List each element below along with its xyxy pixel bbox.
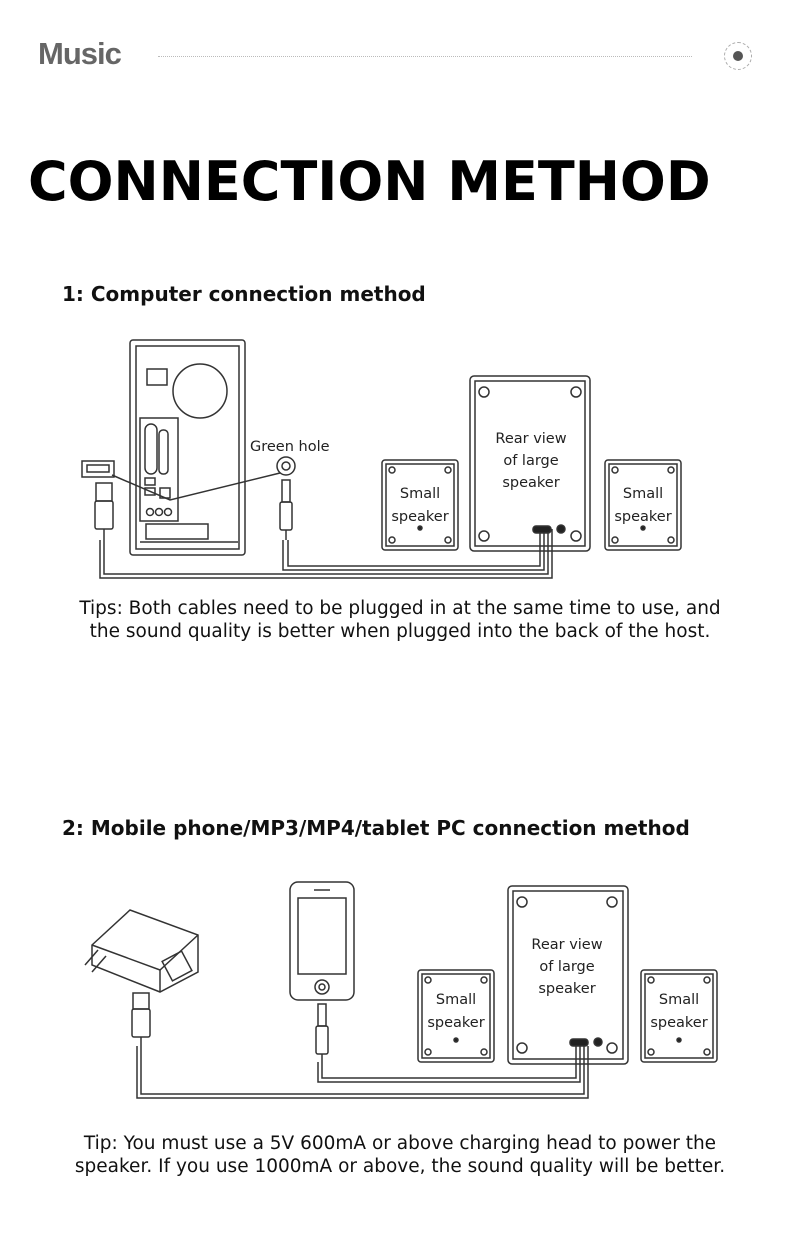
section2-tip-line2: speaker. If you use 1000mA or above, the…: [74, 1156, 726, 1177]
rear-label-line3: speaker: [502, 475, 559, 491]
rear2-label-line1: Rear view: [531, 937, 602, 953]
small-speaker2-left-icon: [417, 969, 495, 1063]
small2-right-label-line2: speaker: [650, 1015, 707, 1031]
section2-tip-line1: Tip: You must use a 5V 600mA or above ch…: [83, 1133, 717, 1154]
large-speaker-rear-icon: [469, 375, 591, 552]
section1-tip-line2: the sound quality is better when plugged…: [89, 621, 711, 642]
usb-cable: [99, 529, 553, 579]
small2-right-label-line1: Small: [659, 992, 699, 1008]
page-title: CONNECTION METHOD: [28, 150, 711, 213]
small2-left-label-line1: Small: [436, 992, 476, 1008]
rear2-label-line2: of large: [539, 959, 594, 975]
green-hole-label: Green hole: [250, 439, 330, 455]
small-left-label-line1: Small: [400, 486, 440, 502]
large-speaker2-rear-icon: [507, 885, 629, 1065]
charger-icon: [84, 909, 199, 993]
small-right-label-line1: Small: [623, 486, 663, 502]
usb-plug2-icon: [131, 992, 151, 1046]
pc-internal-cable: [111, 472, 281, 501]
section2-heading: 2: Mobile phone/MP3/MP4/tablet PC connec…: [62, 816, 690, 840]
mobile-connection-diagram: Rear view of large speaker Small speaker…: [84, 881, 718, 1099]
audio-plug2-icon: [315, 1003, 329, 1062]
small-right-label-line2: speaker: [614, 509, 671, 525]
phone-icon: [289, 881, 355, 1001]
rear2-label-line3: speaker: [538, 981, 595, 997]
section1-heading: 1: Computer connection method: [62, 282, 426, 306]
computer-connection-diagram: Green hole Rear view of large speaker Sm…: [81, 339, 682, 579]
small-speaker-right-icon: [604, 459, 682, 551]
audio-jack-icon: [276, 456, 296, 540]
small2-left-label-line2: speaker: [427, 1015, 484, 1031]
computer-tower-icon: [129, 339, 246, 556]
brand-logo: Music: [38, 36, 122, 71]
rear-label-line2: of large: [503, 453, 558, 469]
small-speaker-left-icon: [381, 459, 459, 551]
small-left-label-line2: speaker: [391, 509, 448, 525]
target-icon: [724, 42, 752, 70]
usb-plug-icon: [81, 460, 115, 540]
rear-label-line1: Rear view: [495, 431, 566, 447]
small-speaker2-right-icon: [640, 969, 718, 1063]
header-divider: [158, 56, 692, 57]
section1-tip-line1: Tips: Both cables need to be plugged in …: [79, 598, 721, 619]
audio-cable: [282, 529, 545, 571]
